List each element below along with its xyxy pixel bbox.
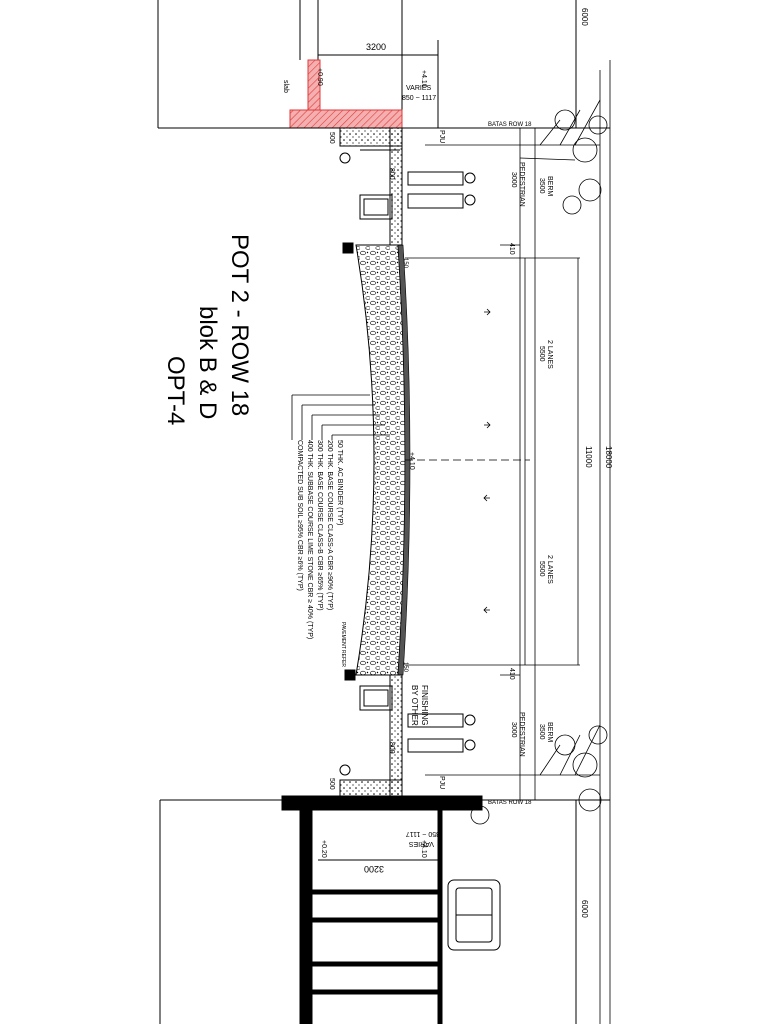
dim-800-top: 800	[388, 168, 395, 180]
pedestrian-label-bottom: PEDESTRIAN	[518, 712, 525, 757]
layer-leader-lines	[291, 394, 390, 440]
pju-top: PJU	[438, 130, 445, 143]
lanes-label-top: 2 LANES	[546, 340, 553, 369]
level-top-090: +0.90	[316, 68, 323, 86]
road-pavement	[355, 244, 411, 676]
lanes-value-bottom: 5500	[538, 561, 545, 577]
varies-label-bottom: VARIES	[409, 840, 434, 847]
pedestrian-figures-top	[407, 171, 476, 209]
dim-overall: 18000	[604, 446, 613, 469]
pavement-note: PAVEMENT REFER	[340, 622, 346, 667]
dim-500-bottom: 500	[328, 778, 335, 790]
lane-markers	[405, 128, 580, 800]
layer-note-5: COMPACTED SUB SOIL ≥95% CBR ≥6% (TYP)	[296, 440, 303, 591]
pedestrian-label-top: PEDESTRIAN	[518, 162, 525, 207]
row-boundary-top: BATAS ROW 18	[488, 122, 532, 128]
dim-setback-bottom: 6000	[580, 900, 589, 918]
dim-150-top: 150	[402, 258, 408, 269]
berm-label-bottom: BERM	[546, 722, 553, 742]
berm-value-bottom: 3500	[538, 724, 545, 740]
top-side-channel	[339, 127, 403, 254]
varies-range-top: 850 ~ 1117	[402, 95, 436, 102]
finishing-line1: FINISHING	[420, 685, 429, 725]
pedestrian-figures-bottom	[407, 713, 476, 753]
traffic-arrows	[483, 308, 491, 614]
title-line2: blok B & D	[194, 306, 221, 419]
top-retaining-wall	[289, 59, 403, 129]
dim-building-width-bottom: 3200	[364, 864, 384, 874]
dim-500-top: 500	[328, 132, 335, 144]
dim-carriageway: 11000	[584, 446, 593, 468]
lanes-label-bottom: 2 LANES	[546, 555, 553, 584]
top-building	[157, 0, 577, 129]
row-boundary-bottom: BATAS ROW 18	[488, 800, 532, 806]
vehicle	[447, 879, 501, 951]
pedestrian-value-bottom: 3000	[510, 722, 517, 738]
level-top-410: +4.10	[420, 70, 427, 88]
curb-gap-bottom: 410	[508, 668, 515, 680]
title-line3: OPT-4	[162, 356, 189, 425]
curb-gap-top: 410	[508, 243, 515, 255]
tree-top	[425, 99, 608, 215]
bottom-building	[159, 795, 577, 1024]
layer-note-2: 200 THK. BASE COURSE CLASS-A CBR ≥90% (T…	[326, 440, 333, 610]
dim-setback-top: 6000	[580, 8, 589, 26]
level-bottom-410: +4.10	[420, 840, 427, 858]
berm-label-top: BERM	[546, 176, 553, 196]
title-block: POT 2 - ROW 18	[226, 234, 253, 416]
varies-range-bottom: 850 ~ 1117	[406, 830, 440, 837]
berm-value-top: 3500	[538, 178, 545, 194]
layer-note-3: 300 THK. BASE COURSE CLASS-B CBR ≥65% (T…	[316, 440, 323, 611]
pju-bottom: PJU	[438, 776, 445, 789]
dim-150-bottom: 150	[402, 662, 408, 673]
level-bottom-020: +0.20	[320, 840, 327, 858]
layer-note-1: 50 THK. AC BINDER (TYP)	[336, 440, 343, 525]
level-center: +4.10	[408, 452, 415, 470]
finishing-line2: BY OTHER	[410, 685, 419, 726]
pedestrian-value-top: 3000	[510, 172, 517, 188]
slab-label-top: slab	[282, 80, 289, 93]
bottom-side-channel	[339, 669, 403, 801]
dim-building-width-top: 3200	[366, 42, 386, 52]
varies-label-top: VARIES	[406, 85, 431, 92]
lanes-value-top: 5500	[538, 346, 545, 362]
dim-800-bottom: 800	[388, 742, 395, 754]
layer-note-4: 400 THK. SUBBASE COURSE LIME STONE CBR ≥…	[306, 440, 313, 639]
title-line1: POT 2 - ROW 18	[226, 234, 253, 416]
